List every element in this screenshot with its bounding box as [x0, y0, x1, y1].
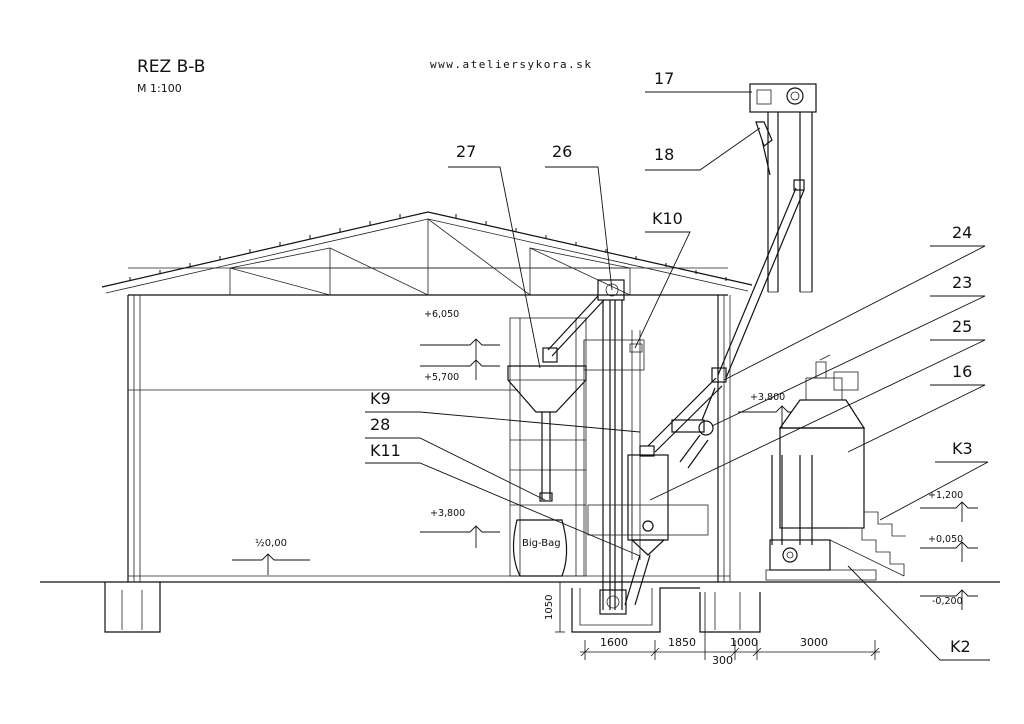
- dim-3000: 3000: [800, 636, 828, 649]
- callout-leaders: [365, 91, 990, 661]
- callout-k9: K9: [370, 389, 391, 408]
- callout-labels: 17 18 27 26 K10 24 23 25 16 K9 28 K11 K3…: [370, 69, 973, 656]
- callout-24: 24: [952, 223, 972, 242]
- elevation-markers: [232, 338, 978, 610]
- elevation-labels: +6,050 +5,700 +3,800 +3,800 +1,200 +0,05…: [255, 309, 963, 607]
- callout-16: 16: [952, 362, 972, 381]
- callout-25: 25: [952, 317, 972, 336]
- cleaner-25: [587, 445, 709, 606]
- callout-k3: K3: [952, 439, 973, 458]
- elevator-26: [542, 279, 645, 615]
- callout-26: 26: [552, 142, 572, 161]
- dimension-lines: [555, 581, 880, 660]
- big-bag: Big-Bag: [513, 519, 568, 577]
- callout-k11: K11: [370, 441, 401, 460]
- dryer-16: [765, 354, 906, 581]
- hall-walls: [127, 295, 731, 582]
- callout-23: 23: [952, 273, 972, 292]
- elevation-minus-0200: -0,200: [932, 596, 963, 607]
- elevation-zero: ½0,00: [255, 537, 287, 549]
- roof-truss: [101, 211, 753, 296]
- elevation-0050: +0,050: [928, 534, 963, 545]
- section-title: REZ B-B: [137, 57, 205, 77]
- callout-28: 28: [370, 415, 390, 434]
- dim-1850: 1850: [668, 636, 696, 649]
- dim-1600: 1600: [600, 636, 628, 649]
- callout-k10: K10: [652, 209, 683, 228]
- elevator-17: [647, 83, 817, 469]
- dim-1050: 1050: [544, 595, 555, 620]
- drawing-scale: M 1:100: [137, 82, 182, 95]
- elevation-3800-inner: +3,800: [430, 508, 465, 519]
- callout-27: 27: [456, 142, 476, 161]
- callout-17: 17: [654, 69, 674, 88]
- callout-18: 18: [654, 145, 674, 164]
- elevation-6050: +6,050: [424, 309, 459, 320]
- big-bag-label: Big-Bag: [522, 538, 561, 549]
- elevation-5700: +5,700: [424, 372, 459, 383]
- website-url: www.ateliersykora.sk: [430, 58, 592, 71]
- elevation-3800-outer: +3,800: [750, 392, 785, 403]
- dim-300: 300: [712, 654, 733, 667]
- callout-k2: K2: [950, 637, 971, 656]
- dim-1000: 1000: [730, 636, 758, 649]
- dimension-labels: 1050 1600 1850 1000 3000 300: [544, 595, 828, 667]
- elevation-1200: +1,200: [928, 490, 963, 501]
- foundations: [104, 582, 761, 633]
